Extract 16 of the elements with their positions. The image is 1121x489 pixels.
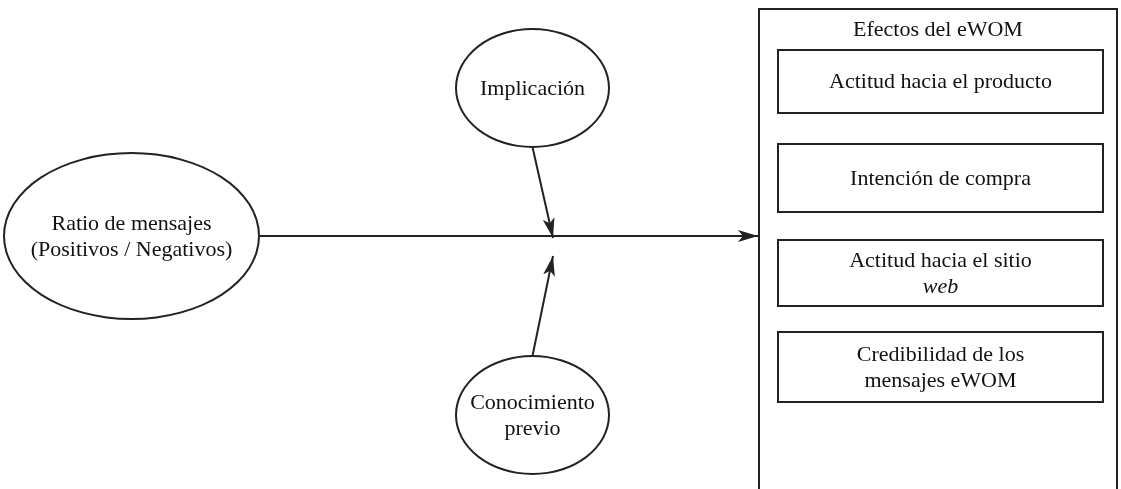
effect-box [777,239,1104,307]
node-label: Intención de compra [850,164,1031,192]
node-label: Ratio de mensajes (Positivos / Negativos) [29,209,234,263]
effect-box [777,331,1104,403]
node-label: Implicación [479,74,586,102]
node-label: Conocimiento previo [469,388,596,442]
effect-box [777,49,1104,114]
node-label: Actitud hacia el producto [829,68,1052,95]
group-frame [758,8,1118,489]
effect-box [777,143,1104,213]
arrow [259,230,759,242]
arrow [531,147,555,239]
node-label: Actitud hacia el sitio web [848,246,1033,300]
group-title: Efectos del eWOM [853,16,1023,43]
node-label: Credibilidad de los mensajes eWOM [855,340,1026,394]
arrow [531,255,555,356]
